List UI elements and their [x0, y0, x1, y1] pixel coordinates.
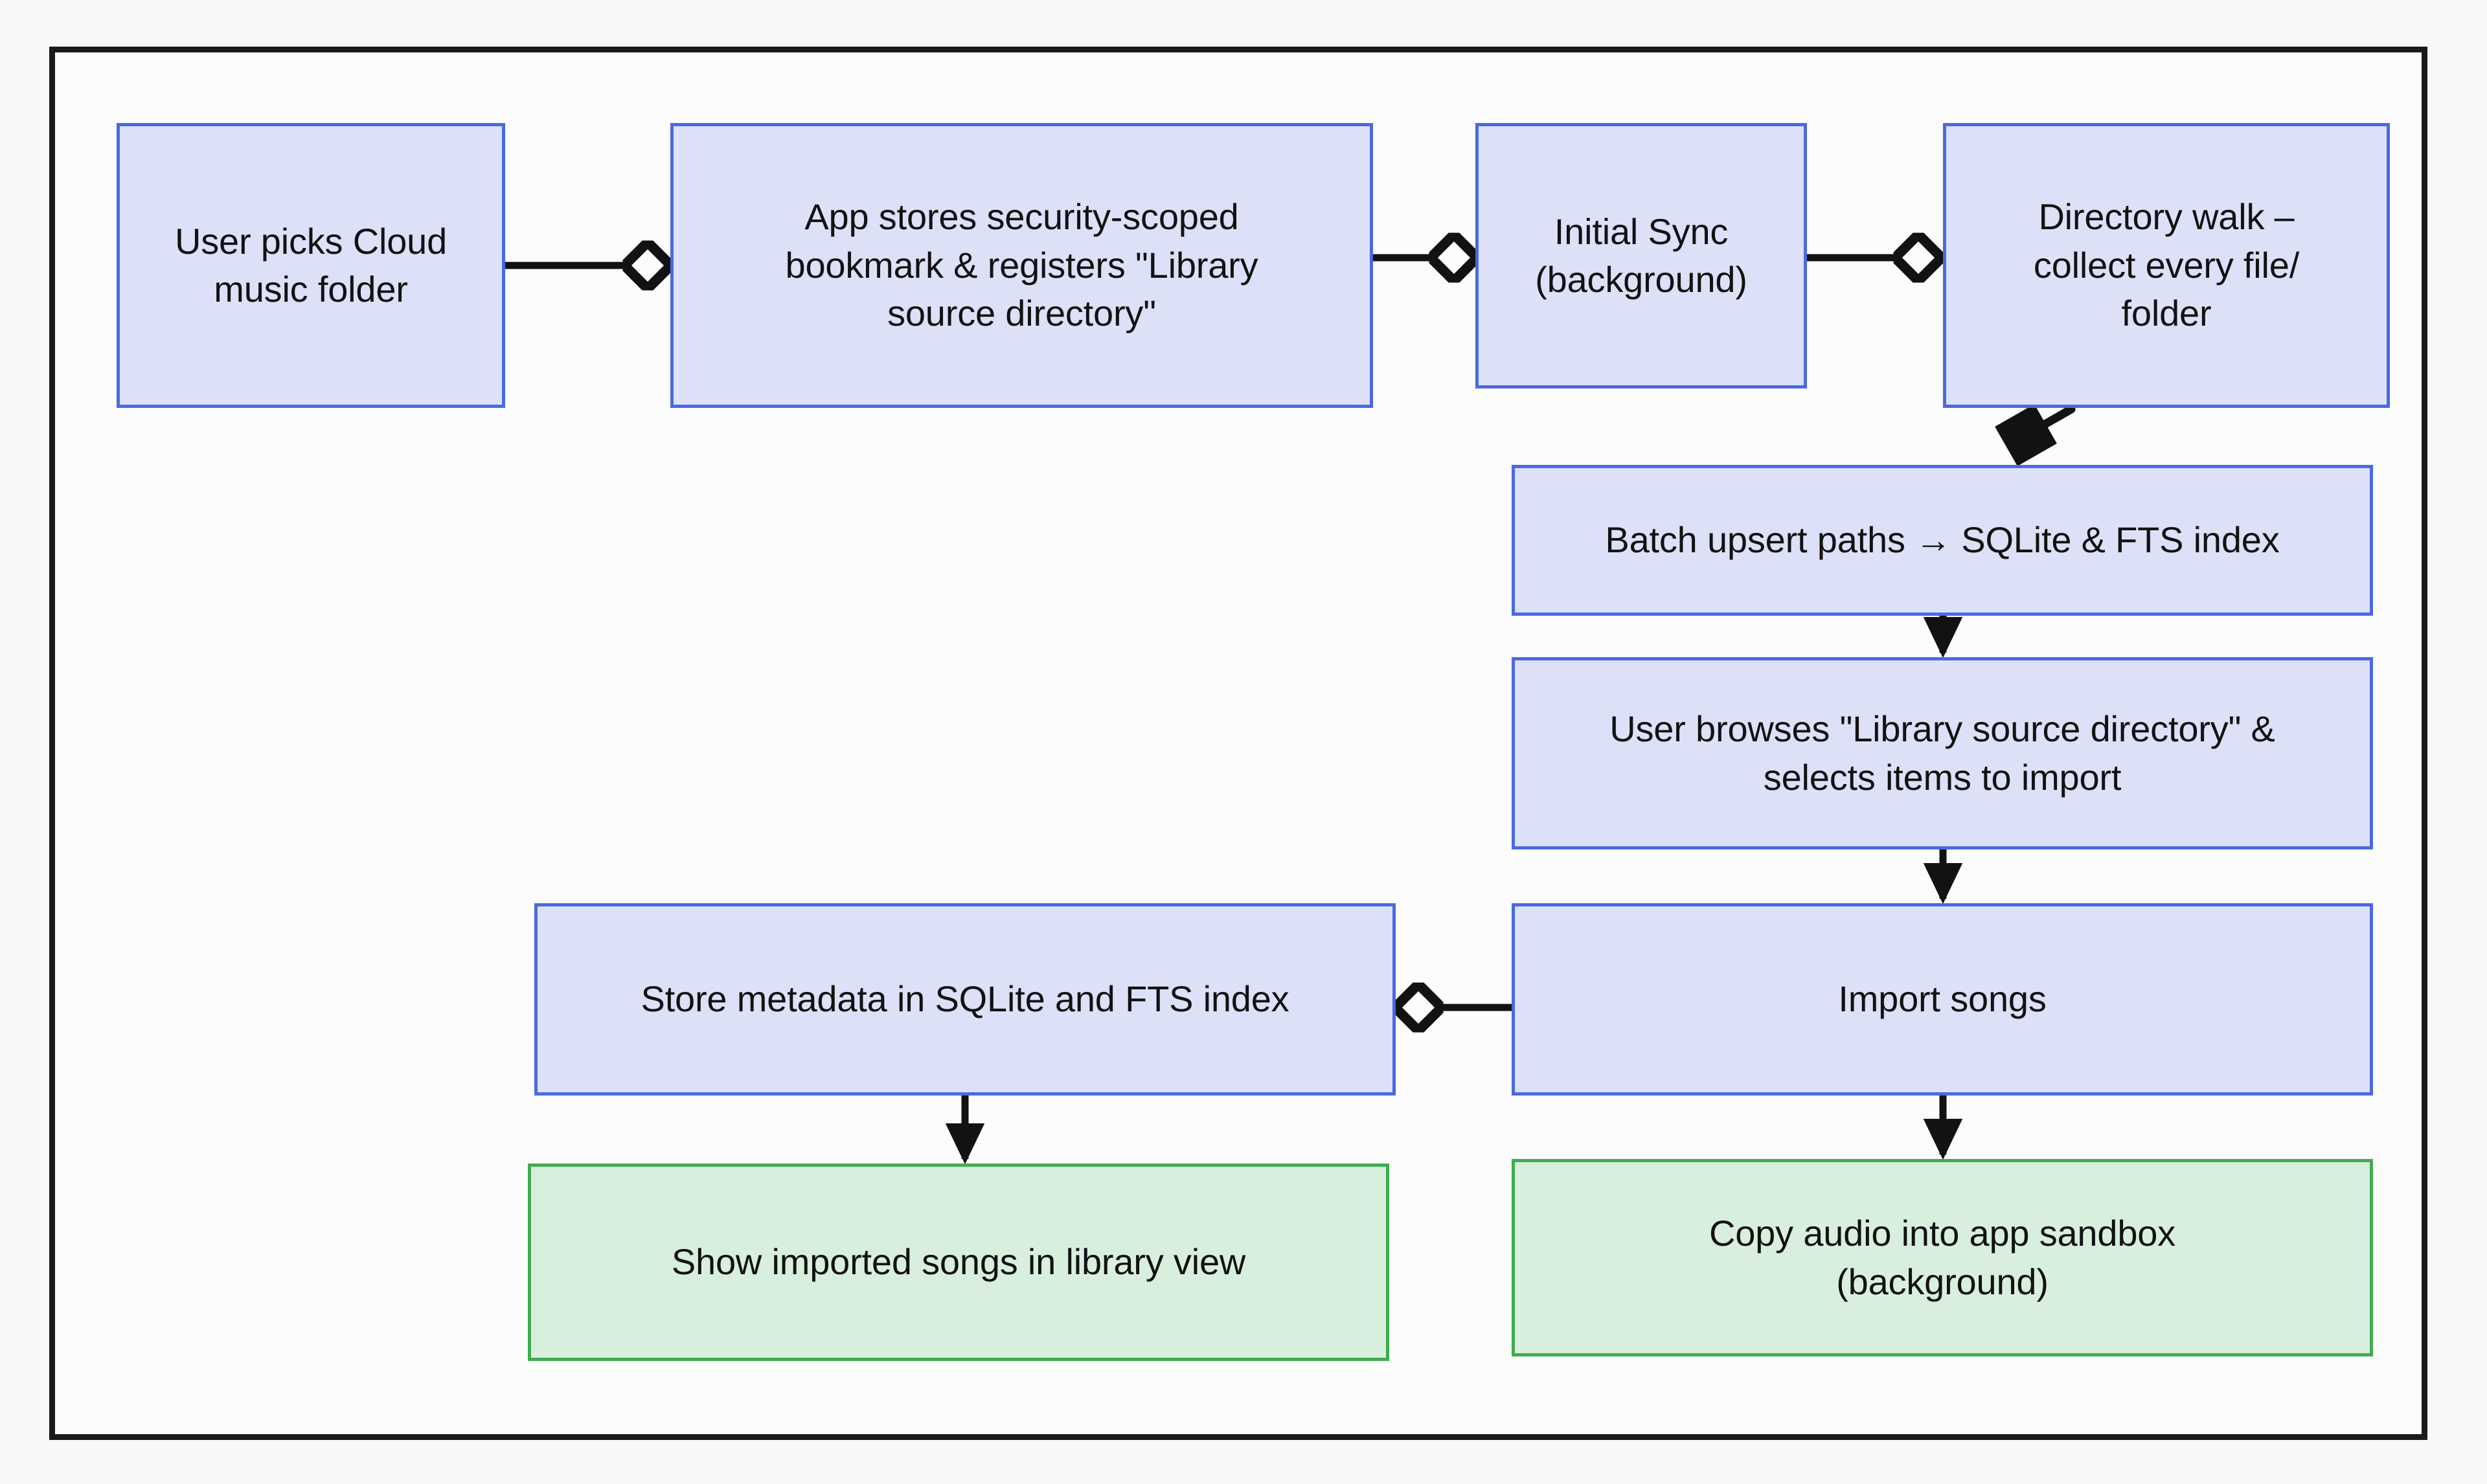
node-store-metadata[interactable]: Store metadata in SQLite and FTS index — [534, 903, 1396, 1096]
node-label: Copy audio into app sandbox (background) — [1709, 1213, 2176, 1302]
node-directory-walk[interactable]: Directory walk – collect every file/ fol… — [1943, 123, 2390, 408]
node-batch-upsert[interactable]: Batch upsert paths → SQLite & FTS index — [1512, 465, 2373, 616]
node-store-bookmark[interactable]: App stores security-scoped bookmark & re… — [670, 123, 1373, 408]
node-pick-folder[interactable]: User picks Cloud music folder — [117, 123, 505, 408]
node-label: App stores security-scoped bookmark & re… — [785, 196, 1258, 334]
node-label: User picks Cloud music folder — [174, 220, 448, 309]
node-label: Directory walk – collect every file/ fol… — [2033, 196, 2300, 334]
node-copy-audio[interactable]: Copy audio into app sandbox (background) — [1512, 1159, 2373, 1356]
node-label: Batch upsert paths → SQLite & FTS index — [1605, 519, 2280, 561]
node-show-songs[interactable]: Show imported songs in library view — [528, 1164, 1389, 1361]
node-label: User browses "Library source directory" … — [1609, 708, 2275, 798]
node-label: Initial Sync (background) — [1535, 210, 1747, 300]
node-label: Import songs — [1838, 978, 2047, 1020]
node-user-browses[interactable]: User browses "Library source directory" … — [1512, 657, 2373, 849]
node-label: Store metadata in SQLite and FTS index — [641, 978, 1289, 1020]
node-import-songs[interactable]: Import songs — [1512, 903, 2373, 1096]
node-label: Show imported songs in library view — [671, 1241, 1246, 1283]
node-initial-sync[interactable]: Initial Sync (background) — [1475, 123, 1807, 388]
